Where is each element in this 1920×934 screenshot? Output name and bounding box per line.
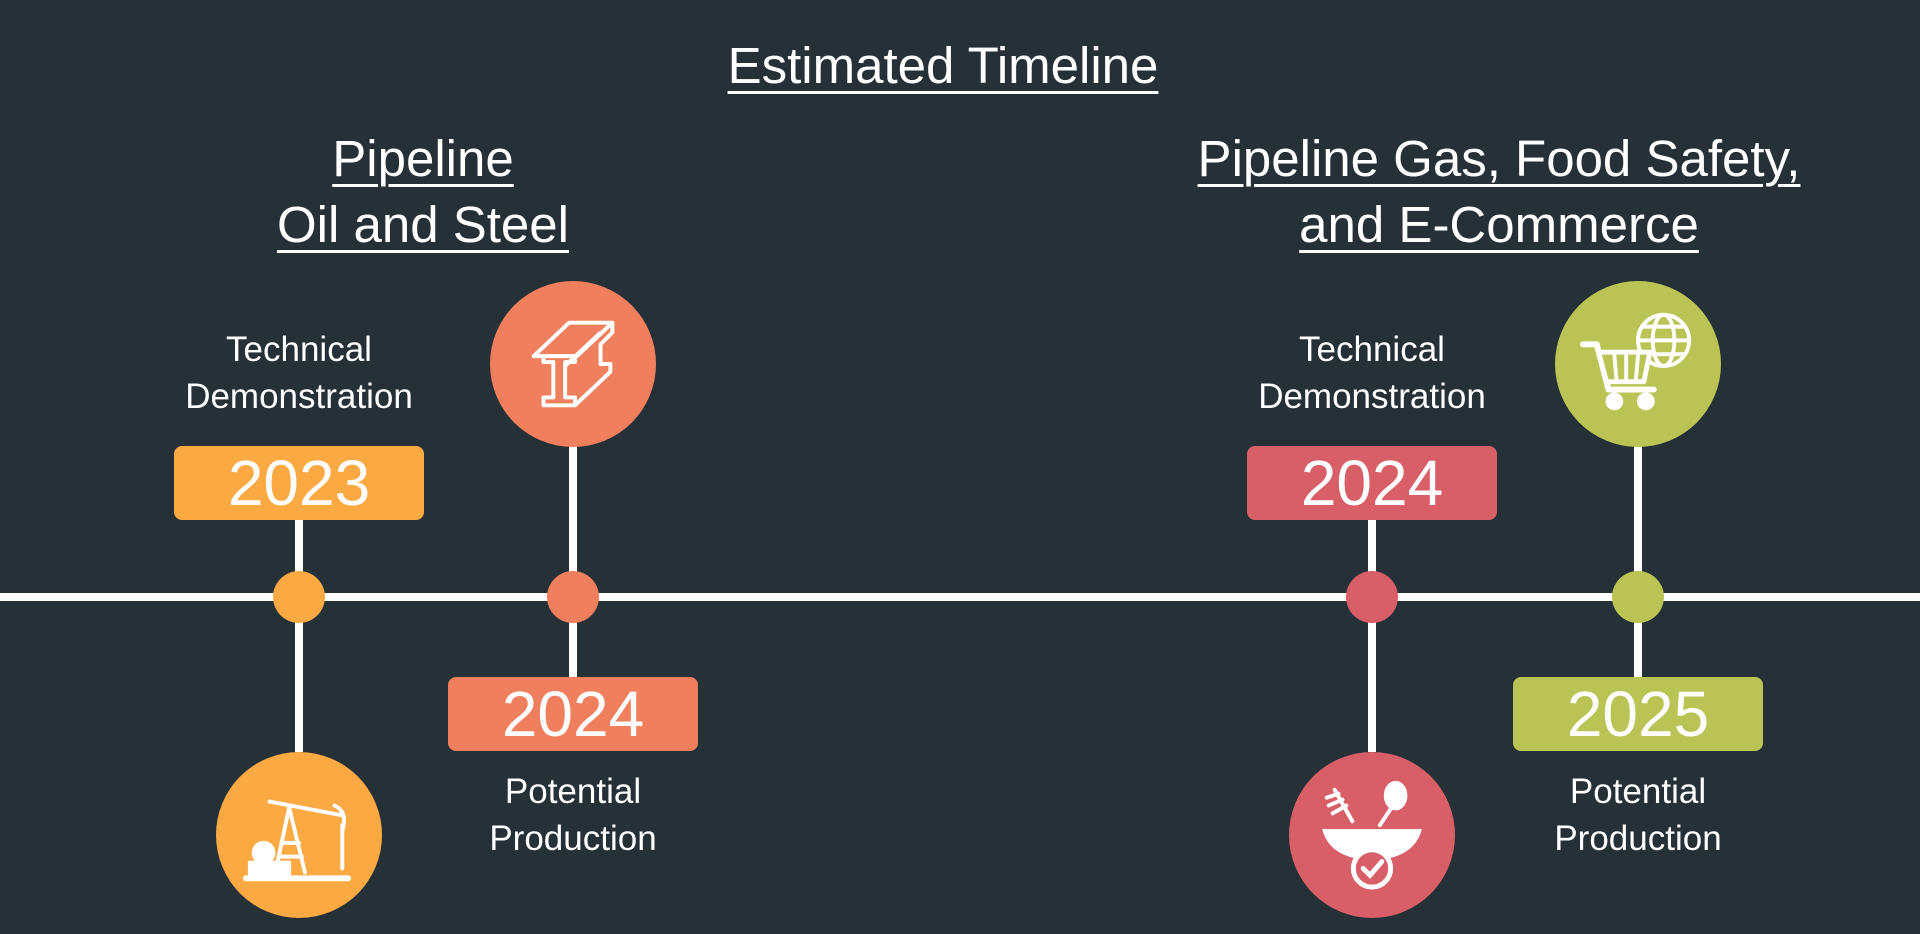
- milestone-label: Potential Production: [423, 768, 723, 862]
- timeline-dot: [547, 571, 599, 623]
- steel-beam-icon: [531, 320, 615, 408]
- group-title-oil-steel: Pipeline Oil and Steel: [223, 126, 623, 258]
- timeline-dot: [1612, 571, 1664, 623]
- label-line: Technical: [226, 330, 372, 369]
- label-line: Technical: [1299, 330, 1445, 369]
- milestone-label: Potential Production: [1488, 768, 1788, 862]
- label-line: Demonstration: [1258, 377, 1486, 416]
- group-title-gas-food-ecommerce: Pipeline Gas, Food Safety, and E-Commerc…: [1149, 126, 1849, 258]
- label-line: Production: [1554, 819, 1722, 858]
- timeline-axis: [0, 593, 1920, 601]
- timeline-dot: [1346, 571, 1398, 623]
- timeline-dot: [273, 571, 325, 623]
- milestone-stem: [1368, 520, 1376, 752]
- milestone-stem: [295, 520, 303, 752]
- year-badge: 2024: [448, 677, 698, 751]
- group-title-line: Pipeline Gas, Food Safety,: [1197, 130, 1801, 187]
- ecommerce-circle: [1555, 281, 1721, 447]
- label-line: Demonstration: [185, 377, 413, 416]
- steel-beam-circle: [490, 281, 656, 447]
- label-line: Potential: [1569, 772, 1707, 811]
- group-title-line: Pipeline: [332, 130, 514, 187]
- milestone-stem: [569, 446, 577, 678]
- milestone-label: Technical Demonstration: [1222, 326, 1522, 420]
- year-badge: 2024: [1247, 446, 1497, 520]
- ecommerce-cart-globe-icon: [1579, 312, 1692, 411]
- group-title-line: and E-Commerce: [1299, 196, 1699, 253]
- oil-pump-icon: [242, 799, 352, 882]
- milestone-label: Technical Demonstration: [149, 326, 449, 420]
- food-safety-icon: [1322, 780, 1422, 890]
- timeline-title: Estimated Timeline: [727, 37, 1159, 94]
- year-badge: 2025: [1513, 677, 1763, 751]
- food-safety-circle: [1289, 752, 1455, 918]
- label-line: Production: [489, 819, 657, 858]
- label-line: Potential: [504, 772, 642, 811]
- year-badge: 2023: [174, 446, 424, 520]
- group-title-line: Oil and Steel: [276, 196, 569, 253]
- oil-pump-circle: [216, 752, 382, 918]
- milestone-stem: [1634, 446, 1642, 678]
